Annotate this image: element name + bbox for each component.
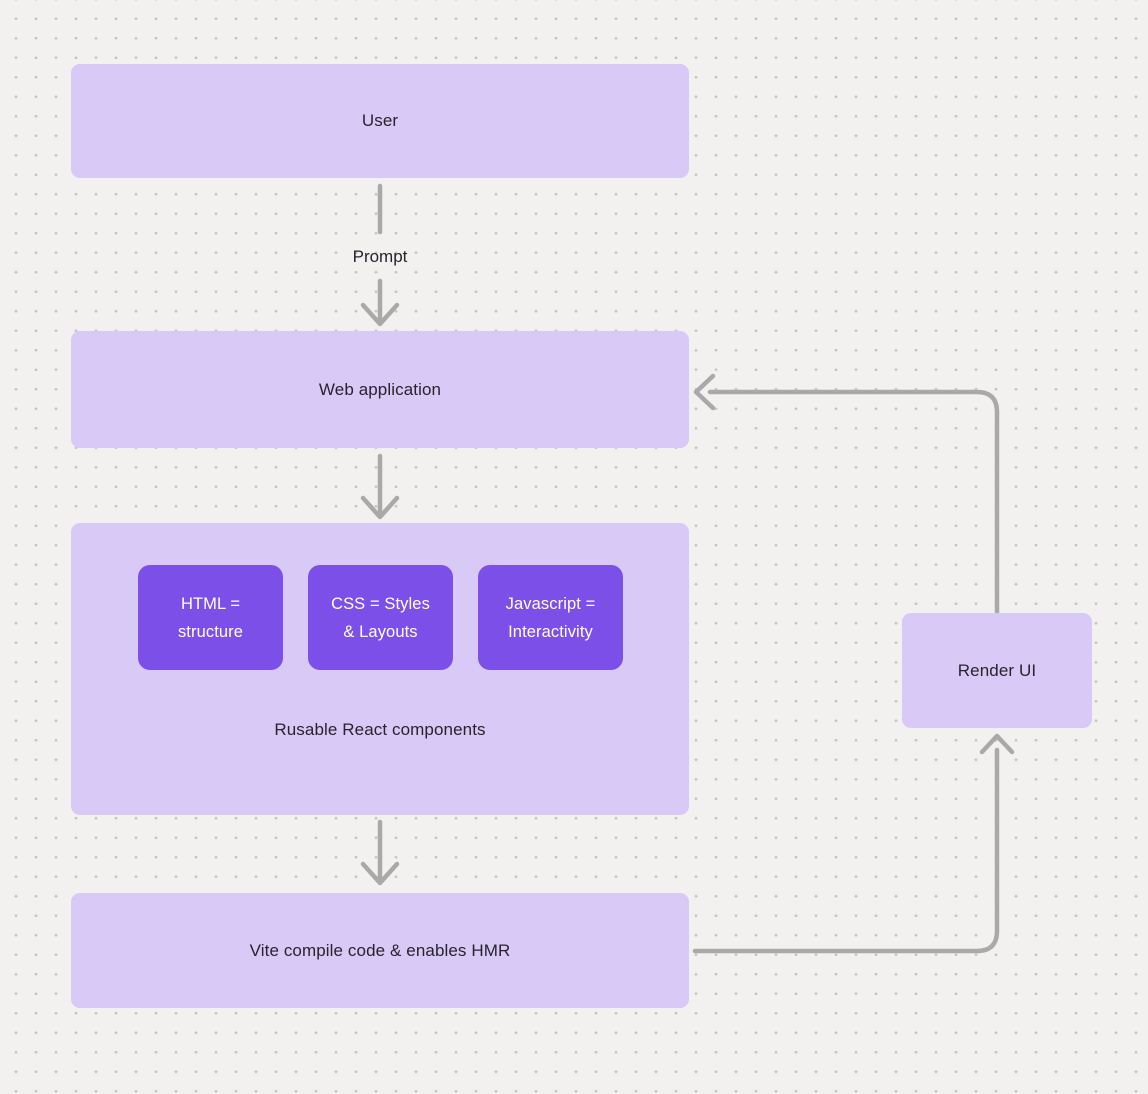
node-css[interactable]: CSS = Styles & Layouts [308,565,453,670]
node-javascript[interactable]: Javascript = Interactivity [478,565,623,670]
arrow-components-to-vite[interactable] [360,819,400,886]
arrow-down-icon [360,302,400,327]
node-render-ui[interactable]: Render UI [902,613,1092,728]
node-html-label: HTML = structure [177,594,244,641]
arrow-up-icon [979,733,1015,755]
arrow-user-to-webapp[interactable] [360,183,400,327]
connector-line [707,389,1000,616]
node-web-application-label: Web application [318,379,442,399]
node-vite[interactable]: Vite compile code & enables HMR [71,893,689,1008]
components-group-caption: Rusable React components [274,720,486,739]
connector-renderui-to-webapp[interactable] [693,373,1000,616]
edge-label-prompt[interactable]: Prompt [352,247,408,266]
arrow-down-icon [360,495,400,520]
node-user-label: User [361,111,399,130]
arrow-webapp-to-components[interactable] [360,453,400,520]
node-vite-label: Vite compile code & enables HMR [249,940,511,960]
node-web-application[interactable]: Web application [71,331,689,448]
connector-line [692,747,1000,954]
node-html[interactable]: HTML = structure [138,565,283,670]
node-components-group[interactable]: HTML = structure CSS = Styles & Layouts … [71,523,689,815]
node-user[interactable]: User [71,64,689,178]
node-javascript-label: Javascript = Interactivity [505,594,596,641]
arrow-left-icon [693,373,716,411]
connector-vite-to-renderui[interactable] [692,733,1015,954]
node-css-label: CSS = Styles & Layouts [331,594,430,641]
node-render-ui-label: Render UI [957,660,1037,680]
arrow-down-icon [360,861,400,886]
